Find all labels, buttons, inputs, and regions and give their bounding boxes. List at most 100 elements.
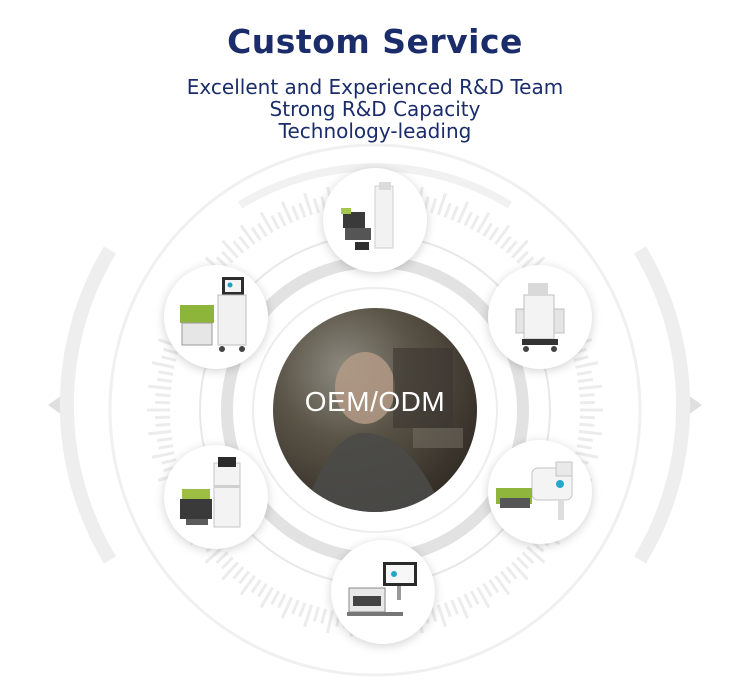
tick-mark (526, 546, 546, 564)
tick-mark (505, 240, 518, 254)
tick-mark (488, 226, 500, 241)
subtitle-line: Technology-leading (278, 119, 472, 143)
tick-mark (469, 215, 480, 230)
product-lower-left[interactable] (164, 445, 268, 549)
tick-mark (221, 556, 234, 570)
tick-mark (500, 570, 512, 585)
tick-mark (215, 551, 229, 564)
tick-mark (238, 570, 250, 585)
tick-mark (270, 215, 281, 230)
tick-mark (221, 561, 239, 581)
tick-mark (257, 583, 268, 598)
right-arrow-icon (688, 395, 702, 415)
left-arrow-icon (48, 395, 62, 415)
tick-mark (312, 198, 320, 214)
page-title: Custom Service (227, 22, 523, 61)
tick-mark (469, 590, 480, 605)
machine-cart-icon (341, 182, 394, 250)
machine-screen-icon (180, 277, 247, 352)
tick-mark (303, 192, 314, 216)
tick-mark (576, 370, 592, 376)
tick-mark (298, 602, 307, 618)
tick-mark (450, 599, 459, 615)
tick-mark (578, 384, 602, 391)
tick-mark (221, 250, 234, 264)
tick-mark (436, 192, 447, 216)
tick-mark (516, 250, 529, 264)
tick-mark (457, 201, 470, 224)
tick-mark (204, 546, 224, 564)
tick-mark (573, 355, 589, 362)
tick-mark (277, 593, 287, 609)
tick-mark (576, 444, 592, 450)
tick-mark (575, 361, 599, 369)
tick-mark (494, 224, 511, 246)
tick-mark (303, 604, 314, 628)
product-top[interactable] (323, 168, 427, 272)
tick-mark (505, 566, 518, 580)
tick-mark (436, 604, 447, 628)
top-arc (237, 163, 513, 209)
subtitle-block: Excellent and Experienced R&D Team Stron… (0, 76, 750, 142)
tick-mark (158, 444, 174, 450)
tick-mark (577, 437, 594, 443)
tick-mark (320, 608, 327, 624)
tick-mark (443, 602, 452, 618)
tick-mark (482, 583, 493, 598)
tick-mark (579, 393, 595, 398)
tick-mark (270, 590, 281, 605)
machine-frame-icon (515, 283, 565, 352)
tick-mark (577, 377, 594, 383)
tick-mark (578, 429, 602, 436)
tick-mark (239, 574, 256, 596)
tick-mark (280, 596, 293, 619)
subtitle-line: Excellent and Experienced R&D Team (186, 75, 564, 99)
tick-mark (500, 235, 512, 250)
tick-mark (250, 226, 262, 241)
tick-mark (238, 235, 250, 250)
center-photo (273, 308, 477, 512)
product-lower-right[interactable] (488, 440, 592, 544)
product-upper-left[interactable] (164, 265, 268, 369)
machine-monitor-icon (347, 562, 417, 616)
tick-mark (259, 211, 274, 234)
tick-mark (521, 551, 535, 564)
tick-mark (257, 222, 268, 237)
subtitle-line: Strong R&D Capacity (269, 97, 481, 121)
tick-mark (430, 606, 438, 622)
tick-mark (155, 422, 171, 427)
tick-mark (151, 451, 175, 459)
tick-mark (579, 400, 595, 405)
tick-mark (155, 393, 171, 398)
tick-mark (239, 224, 256, 246)
tick-mark (158, 370, 174, 376)
tick-mark (463, 211, 473, 227)
tick-mark (516, 556, 529, 570)
tick-mark (521, 256, 535, 269)
tick-mark (298, 202, 307, 218)
tick-mark (161, 458, 177, 465)
outer-ring (108, 143, 642, 677)
product-upper-right[interactable] (488, 265, 592, 369)
machine-console-icon (496, 461, 573, 520)
tick-mark (430, 198, 438, 214)
tick-mark (156, 437, 173, 443)
tick-mark (291, 205, 300, 221)
tick-mark (579, 422, 595, 427)
tick-mark (156, 377, 173, 383)
tick-mark (148, 429, 172, 436)
product-bottom[interactable] (331, 540, 435, 644)
tick-mark (221, 239, 239, 259)
tick-mark (259, 586, 274, 609)
tick-mark (488, 579, 500, 594)
left-arc (59, 246, 116, 564)
tick-mark (155, 415, 171, 420)
tick-mark (579, 415, 595, 420)
tick-mark (476, 586, 491, 609)
tick-mark (277, 211, 287, 227)
tick-mark (476, 211, 491, 234)
tick-mark (280, 201, 293, 224)
tick-mark (511, 561, 529, 581)
machine-tower-icon (180, 457, 241, 528)
tick-mark (151, 361, 175, 369)
